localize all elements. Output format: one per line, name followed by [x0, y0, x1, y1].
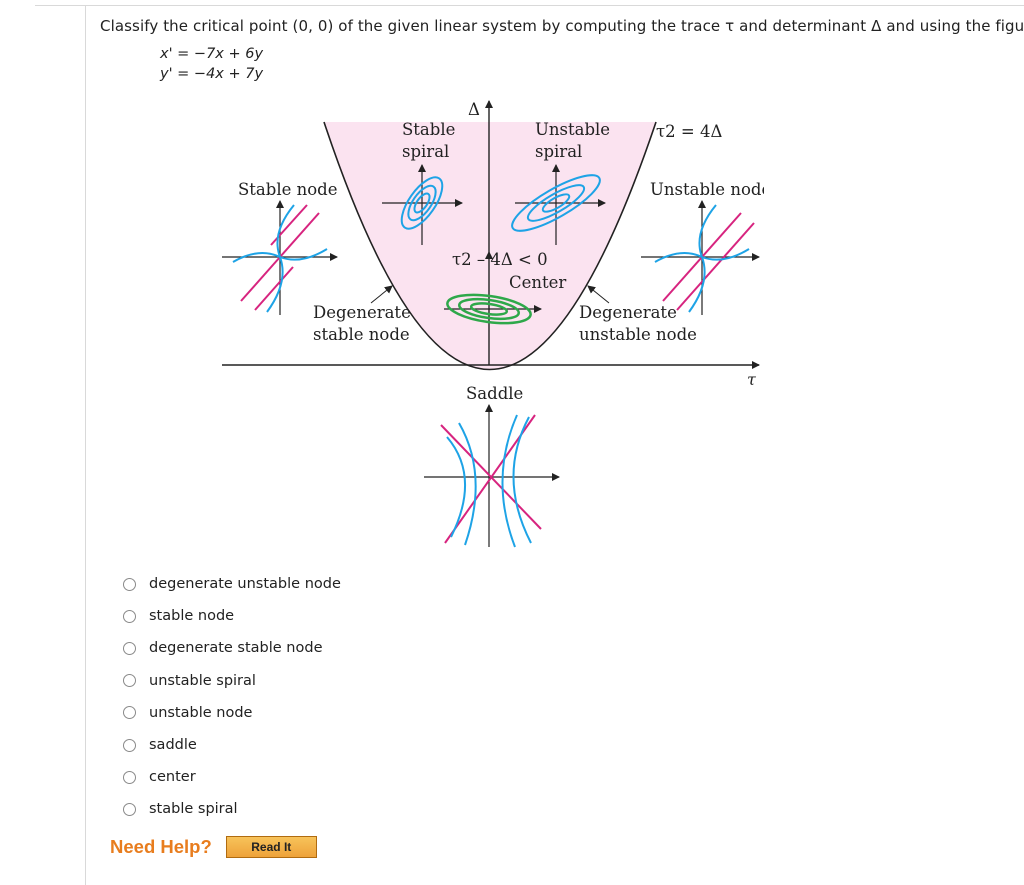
parabola-curve — [323, 121, 657, 371]
choice-label: stable node — [149, 608, 235, 625]
unstable-spiral-label-2: spiral — [535, 142, 582, 161]
center-label: Center — [509, 273, 566, 292]
radio-button[interactable] — [123, 609, 136, 623]
equation-x-prime: x' = −7x + 6y — [160, 46, 264, 62]
choice-label: unstable spiral — [149, 672, 256, 689]
center-condition-label: τ2 – 4Δ < 0 — [452, 250, 548, 269]
help-section: Need Help? Read It — [110, 836, 317, 858]
choice-unstable-spiral[interactable]: unstable spiral — [123, 665, 341, 697]
stable-node-portrait — [222, 200, 338, 315]
radio-button[interactable] — [123, 577, 136, 591]
stable-spiral-label-1: Stable — [402, 120, 455, 139]
saddle-label: Saddle — [466, 384, 523, 403]
choice-stable-node[interactable]: stable node — [123, 600, 341, 632]
radio-button[interactable] — [123, 674, 136, 688]
unstable-node-portrait — [641, 200, 760, 315]
choice-label: stable spiral — [149, 801, 238, 818]
need-help-label: Need Help? — [110, 836, 212, 857]
degenerate-stable-label-2: stable node — [313, 325, 410, 344]
degenerate-stable-label-1: Degenerate — [313, 303, 411, 322]
saddle-portrait — [424, 404, 560, 548]
trace-determinant-diagram: Δ τ τ2 = 4Δ Stable spiral Unstable spira… — [222, 100, 764, 548]
choice-unstable-node[interactable]: unstable node — [123, 697, 341, 729]
radio-button[interactable] — [123, 738, 136, 752]
trace-determinant-figure: Δ τ τ2 = 4Δ Stable spiral Unstable spira… — [219, 97, 764, 559]
delta-axis-label: Δ — [468, 100, 480, 119]
read-it-button[interactable]: Read It — [225, 836, 317, 858]
unstable-node-label: Unstable node — [650, 180, 764, 199]
choice-label: center — [149, 769, 196, 786]
tau-axis-label: τ — [747, 370, 757, 389]
radio-button[interactable] — [123, 641, 136, 655]
choice-label: saddle — [149, 737, 197, 754]
center-portrait — [444, 293, 542, 325]
question-prompt: Classify the critical point (0, 0) of th… — [100, 17, 1024, 35]
radio-button[interactable] — [123, 770, 136, 784]
choice-label: degenerate stable node — [149, 640, 323, 657]
choice-saddle[interactable]: saddle — [123, 729, 341, 761]
stable-spiral-portrait — [382, 164, 463, 245]
panel-top-border — [35, 5, 1024, 6]
choice-degenerate-unstable-node[interactable]: degenerate unstable node — [123, 568, 341, 600]
choice-degenerate-stable-node[interactable]: degenerate stable node — [123, 632, 341, 664]
radio-button[interactable] — [123, 802, 136, 816]
parabola-label: τ2 = 4Δ — [656, 122, 722, 141]
unstable-spiral-label-1: Unstable — [535, 120, 610, 139]
answer-choices: degenerate unstable node stable node deg… — [123, 568, 341, 826]
degenerate-unstable-label-2: unstable node — [579, 325, 697, 344]
panel-left-border — [85, 5, 86, 885]
choice-label: degenerate unstable node — [149, 576, 341, 593]
unstable-spiral-portrait — [511, 164, 606, 245]
choice-label: unstable node — [149, 704, 253, 721]
choice-center[interactable]: center — [123, 761, 341, 793]
degenerate-unstable-label-1: Degenerate — [579, 303, 677, 322]
equation-y-prime: y' = −4x + 7y — [160, 66, 264, 82]
stable-spiral-label-2: spiral — [402, 142, 449, 161]
radio-button[interactable] — [123, 706, 136, 720]
choice-stable-spiral[interactable]: stable spiral — [123, 793, 341, 825]
stable-node-label: Stable node — [238, 180, 338, 199]
